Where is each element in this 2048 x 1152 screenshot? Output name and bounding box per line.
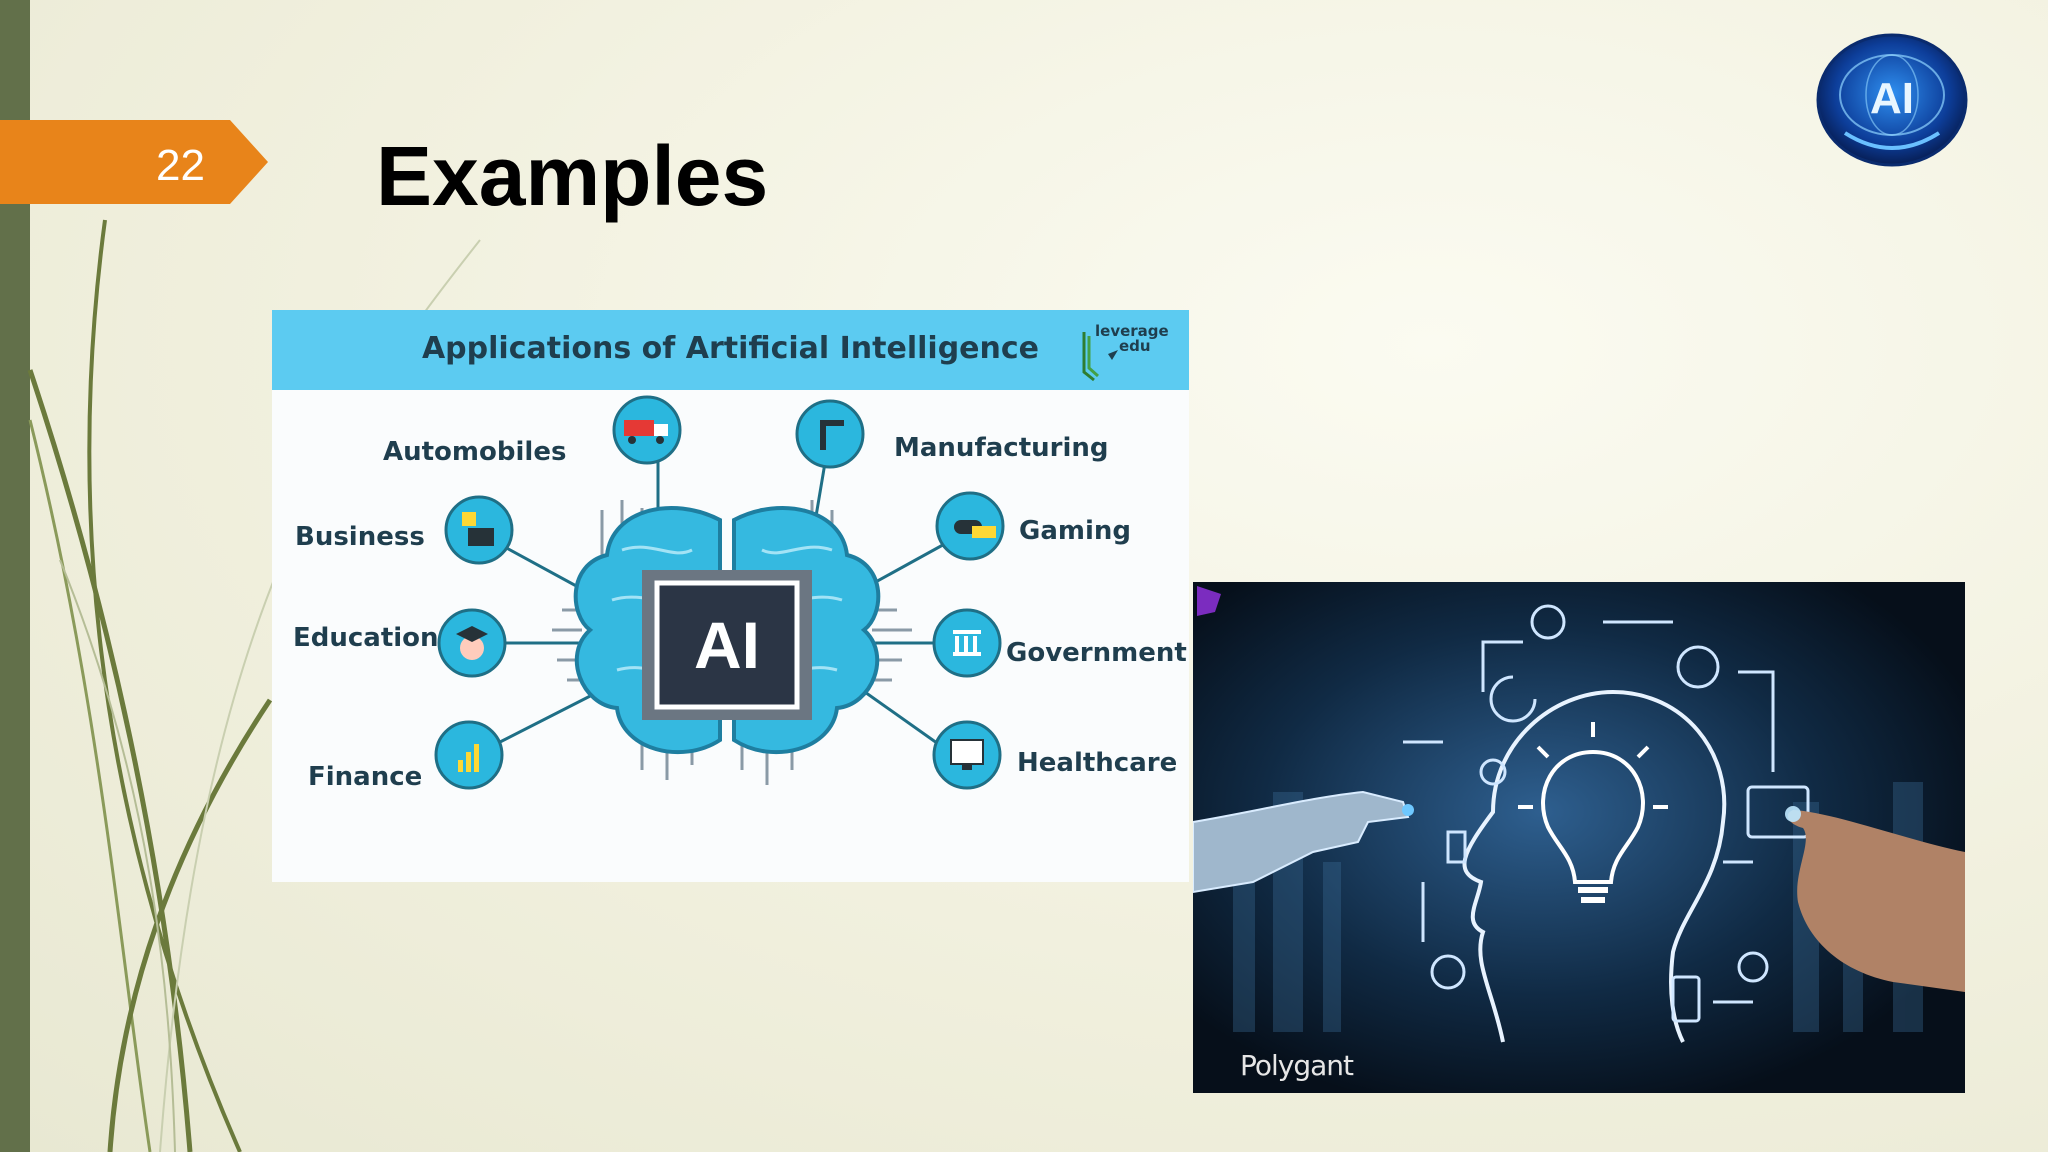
ai-globe-logo-icon: AI	[1816, 33, 1968, 167]
connector-line	[861, 688, 945, 750]
slide-title: Examples	[376, 129, 769, 223]
slide-number-badge	[0, 120, 268, 204]
label-gaming: Gaming	[1019, 516, 1132, 546]
infographic-header	[272, 310, 1189, 390]
photo-watermark: Polygant	[1240, 1049, 1354, 1082]
brand-line-1: leverage	[1095, 322, 1169, 340]
leverage-edu-brand: leverage edu	[1095, 324, 1169, 354]
label-manufacturing: Manufacturing	[894, 433, 1109, 463]
slide-number: 22	[156, 141, 205, 190]
polygant-logo-icon	[1197, 586, 1221, 616]
ai-applications-infographic: Applications of Artificial Intelligence …	[272, 310, 1189, 882]
brand-line-2: edu	[1119, 337, 1151, 355]
chip-inner	[654, 580, 800, 710]
label-automobiles: Automobiles	[383, 437, 567, 467]
ai-concept-photo: Polygant	[1193, 582, 1965, 1093]
label-business: Business	[295, 522, 425, 552]
robot-hand-and-human-head-icon	[1193, 582, 1965, 1093]
infographic-title: Applications of Artificial Intelligence	[421, 331, 1040, 366]
infographic-diagram: AI	[434, 395, 1005, 790]
label-finance: Finance	[308, 762, 423, 792]
chip-label: AI	[694, 608, 760, 682]
logo-text: AI	[1870, 74, 1914, 123]
robot-arm-icon	[795, 399, 865, 469]
leverage-edu-logo-icon	[1082, 332, 1118, 382]
connector-line	[499, 688, 603, 744]
label-education: Education	[293, 623, 439, 653]
decorative-grass-lines	[27, 219, 481, 1152]
label-government: Government	[1006, 638, 1187, 668]
label-healthcare: Healthcare	[1017, 748, 1178, 778]
